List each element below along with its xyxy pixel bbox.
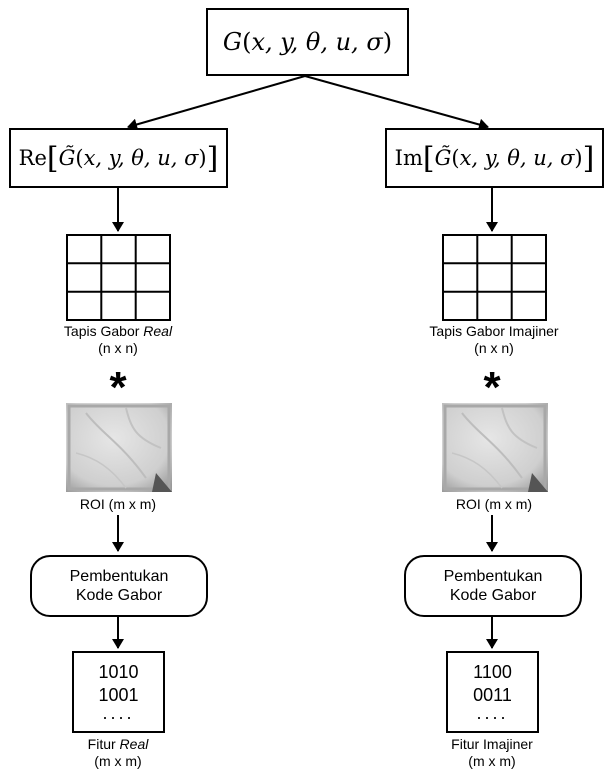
gabor-fn-args: x, y, θ, u, σ — [251, 28, 383, 56]
real-code-process-box: Pembentukan Kode Gabor — [30, 555, 208, 617]
gabor-function-box: G (x, y, θ, u, σ) — [206, 8, 409, 76]
real-roi-caption: ROI (m x m) — [79, 496, 157, 512]
imag-feature-caption: Fitur Imajiner (m x m) — [451, 736, 533, 769]
arrow-top-to-imag — [304, 75, 489, 131]
imag-code-dots: .... — [476, 703, 509, 723]
real-op-label: Re — [18, 146, 47, 170]
real-code-line-1: 1010 — [98, 662, 139, 682]
imag-roi-image — [442, 403, 548, 492]
real-feature-size: (m x m) — [94, 753, 142, 769]
imag-code-box: 1100 0011 .... — [446, 651, 539, 733]
arrow-top-to-real — [127, 75, 306, 131]
imag-fn-symbol: G̃ — [434, 146, 452, 170]
gabor-fn-symbol: G — [222, 28, 243, 56]
real-fn-args: x, y, θ, u, σ — [83, 146, 199, 170]
imag-filter-grid — [442, 234, 547, 321]
imag-op-label: Im — [394, 146, 423, 170]
real-convolution-operator: * — [109, 363, 127, 412]
real-filter-caption: Tapis Gabor Real (n x n) — [63, 323, 173, 356]
real-fn-symbol: G̃ — [58, 146, 76, 170]
imag-convolution-operator: * — [483, 363, 501, 412]
imag-fn-args: x, y, θ, u, σ — [459, 146, 575, 170]
real-feature-caption: Fitur Real (m x m) — [87, 736, 149, 769]
imag-feature-size: (m x m) — [468, 753, 516, 769]
imag-code-line-2: 0011 — [473, 685, 512, 705]
real-filter-size: (n x n) — [98, 340, 138, 356]
real-code-dots: .... — [102, 703, 135, 723]
real-part-box: Re [G̃(x, y, θ, u, σ)] — [9, 128, 228, 188]
imag-code-process-box: Pembentukan Kode Gabor — [404, 555, 582, 617]
real-filter-grid — [66, 234, 171, 321]
imag-part-box: Im [G̃(x, y, θ, u, σ)] — [385, 128, 604, 188]
imag-roi-caption: ROI (m x m) — [455, 496, 533, 512]
real-roi-image — [66, 403, 172, 492]
real-code-line-2: 1001 — [98, 685, 139, 705]
imag-code-line-1: 1100 — [473, 662, 512, 682]
imag-filter-caption: Tapis Gabor Imajiner (n x n) — [429, 323, 559, 356]
real-code-box: 1010 1001 .... — [72, 651, 165, 733]
imag-filter-size: (n x n) — [474, 340, 514, 356]
